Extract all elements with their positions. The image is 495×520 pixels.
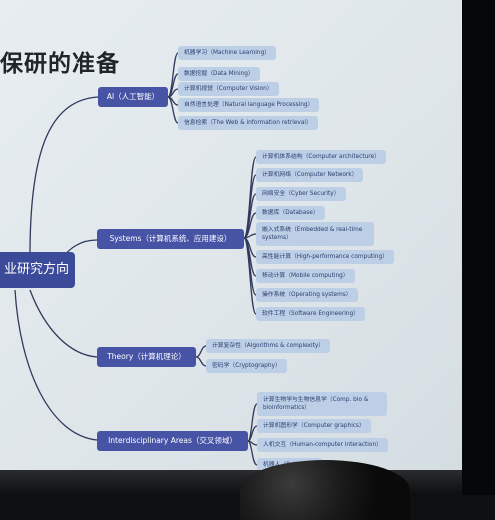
leaf-mobile-computing: 移动计算（Mobile computing）: [256, 269, 355, 283]
leaf-nlp: 自然语言处理（Natural language Processing）: [178, 98, 320, 112]
slide-screen: 保研的准备 业研究方向 AI（人工智能） 机器学习（Machine Learni…: [0, 0, 462, 470]
leaf-machine-learning: 机器学习（Machine Learning）: [178, 46, 277, 60]
leaf-computer-vision: 计算机视觉（Computer Vision）: [178, 82, 279, 96]
leaf-human-computer-interaction: 人机交互（Human-computer interaction）: [257, 438, 388, 452]
leaf-computer-graphics: 计算机图形学（Computer graphics）: [257, 419, 371, 433]
leaf-data-mining: 数据挖掘（Data Mining）: [178, 67, 260, 81]
branch-theory: Theory（计算机理论）: [97, 347, 196, 367]
leaf-computer-network: 计算机网络（Computer Network）: [256, 168, 364, 182]
monitor-bezel: [462, 0, 495, 495]
leaf-cyber-security: 网络安全（Cyber Security）: [256, 187, 346, 201]
root-node: 业研究方向: [0, 252, 75, 288]
leaf-database: 数据库（Database）: [256, 206, 325, 220]
leaf-embedded-systems: 嵌入式系统（Embedded & real-time systems）: [256, 222, 374, 246]
leaf-algorithms-complexity: 计算复杂性（Algorithms & complexity）: [206, 339, 331, 353]
leaf-software-engineering: 软件工程（Software Engineering）: [256, 307, 365, 321]
audience-head: [240, 460, 410, 520]
slide-title: 保研的准备: [0, 51, 120, 77]
leaf-high-performance-computing: 高性能计算（High-performance computing）: [256, 250, 394, 264]
leaf-operating-systems: 操作系统（Operating systems）: [256, 288, 358, 302]
branch-systems: Systems（计算机系统、应用建设）: [97, 229, 244, 249]
connector-lines: [14, 52, 258, 466]
leaf-computational-biology: 计算生物学与生物信息学（Comp. bio & bioinformatics）: [257, 392, 387, 416]
branch-interdisciplinary: Interdisciplinary Areas（交叉领域）: [97, 431, 248, 451]
leaf-computer-architecture: 计算机体系结构（Computer architecture）: [256, 150, 386, 164]
leaf-cryptography: 密码学（Cryptography）: [206, 359, 287, 373]
branch-ai: AI（人工智能）: [98, 87, 168, 107]
leaf-information-retrieval: 信息检索（The Web & information retrieval）: [178, 116, 318, 130]
